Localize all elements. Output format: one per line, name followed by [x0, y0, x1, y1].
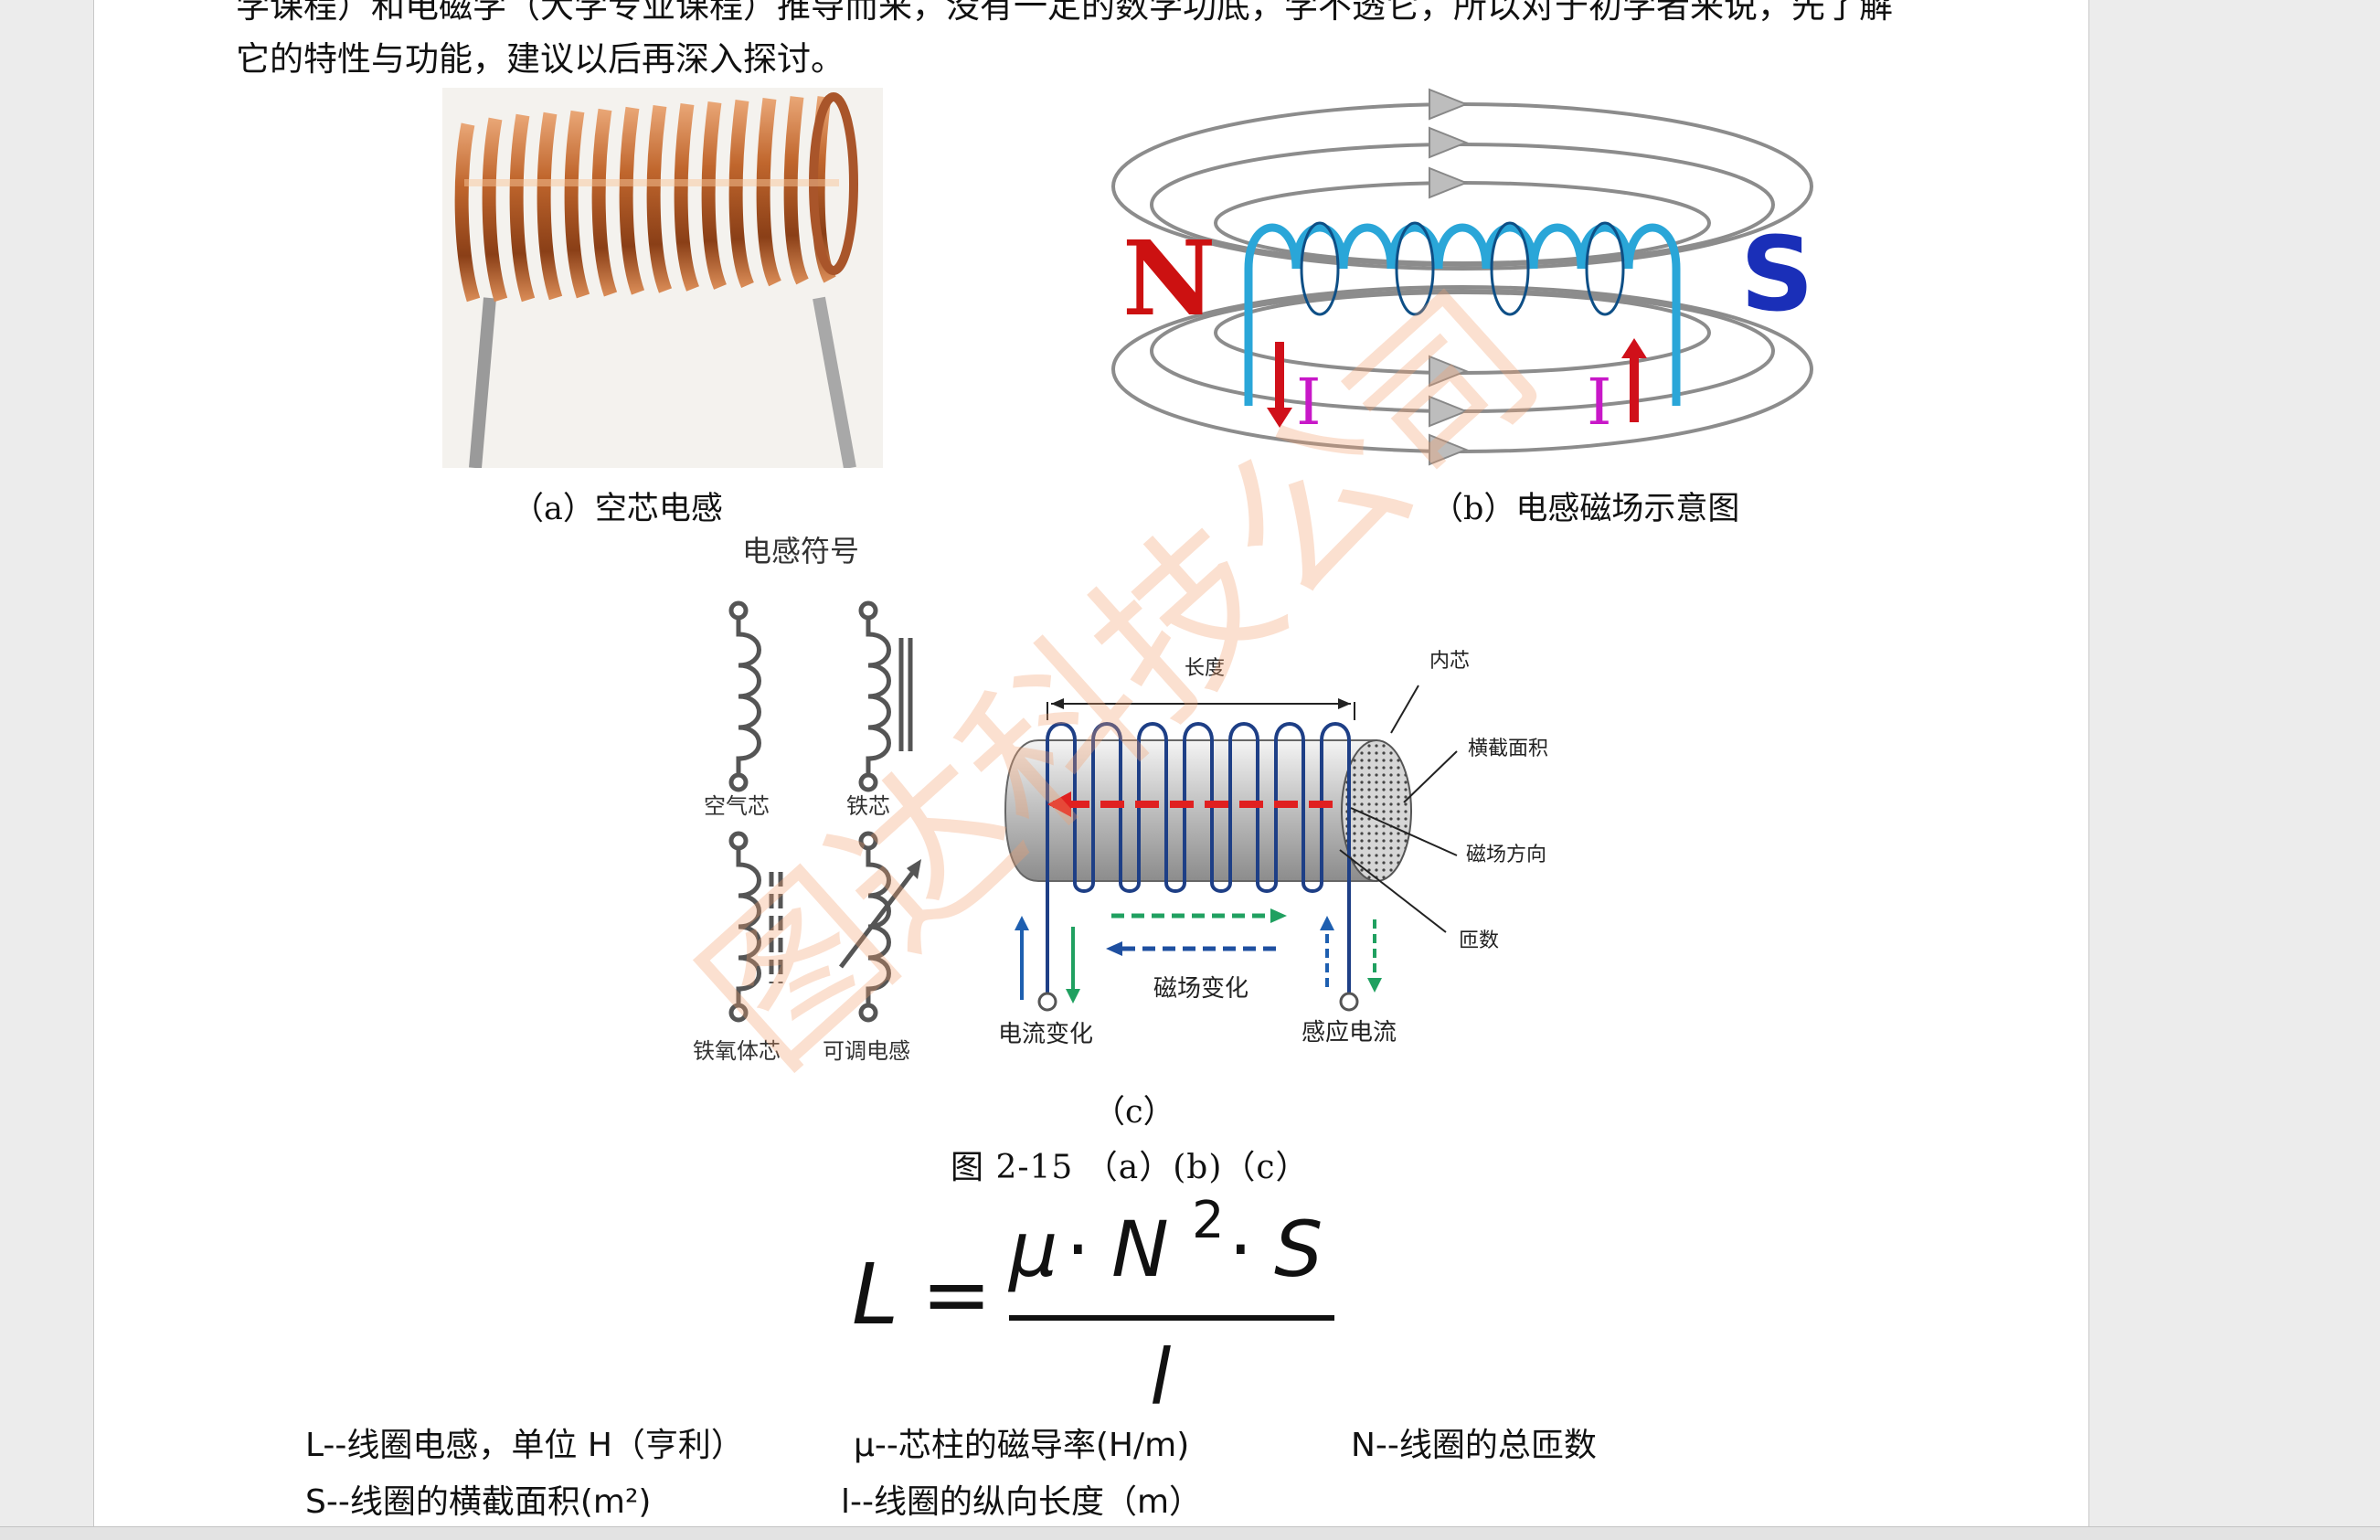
formula-N: N	[1111, 1205, 1169, 1294]
solenoid-diagram: 长度 内芯 横截面积 磁场方向 匝数 磁场变化 电流变化 感应电流	[998, 650, 1548, 1048]
north-pole-label: N	[1122, 219, 1216, 339]
air-core-label: 空气芯	[704, 793, 770, 819]
paragraph-line-1: 学课程）和电磁学（大学专业课程）推导而来，没有一定的数学功底，学不透它，所以对于…	[236, 0, 1893, 23]
length-label: 长度	[1185, 657, 1225, 680]
magnetic-field-diagram: N S I I	[1111, 88, 1814, 466]
formula-dot-1: ·	[1066, 1205, 1090, 1294]
inductance-formula: L = μ · N 2 · S l	[852, 1191, 1334, 1422]
field-direction-label: 磁场方向	[1466, 844, 1546, 866]
adjustable-inductor-label: 可调电感	[823, 1038, 910, 1064]
caption-b: （b）电感磁场示意图	[1431, 491, 1740, 527]
definition-S: S--线圈的横截面积(m²)	[305, 1483, 652, 1521]
definition-L: L--线圈电感，单位 H（亨利）	[305, 1427, 744, 1464]
formula-dot-2: ·	[1228, 1205, 1253, 1294]
field-change-label: 磁场变化	[1153, 975, 1248, 1003]
definition-N: N--线圈的总匝数	[1351, 1427, 1597, 1464]
formula-lhs: L	[852, 1246, 898, 1344]
horizontal-scrollbar[interactable]	[0, 1526, 2380, 1540]
cross-section-label: 横截面积	[1468, 738, 1548, 760]
caption-a: （a）空芯电感	[512, 491, 723, 527]
formula-denominator: l	[1150, 1333, 1171, 1422]
formula-S: S	[1274, 1205, 1323, 1294]
current-label-right: I	[1587, 365, 1612, 440]
air-core-inductor-image	[442, 88, 883, 468]
south-pole-label: S	[1740, 216, 1814, 335]
formula-exponent: 2	[1192, 1191, 1225, 1250]
symbols-heading: 电感符号	[742, 534, 859, 568]
paragraph-line-2: 它的特性与功能，建议以后再深入探讨。	[236, 42, 845, 76]
turns-label: 匝数	[1459, 929, 1499, 952]
current-change-label: 电流变化	[998, 1021, 1093, 1048]
figure-title: 图 2-15 （a）(b)（c）	[951, 1149, 1310, 1186]
current-label-left: I	[1296, 365, 1322, 440]
formula-mu: μ	[1007, 1205, 1057, 1294]
induced-current-label: 感应电流	[1302, 1019, 1397, 1046]
ferrite-core-label: 铁氧体芯	[693, 1038, 781, 1064]
definition-l: l--线圈的纵向长度（m）	[841, 1483, 1203, 1521]
definition-mu: μ--芯柱的磁导率(H/m)	[854, 1427, 1190, 1464]
caption-c: （c）	[1093, 1094, 1175, 1131]
inductor-symbols-diagram: 电感符号 空气芯 铁芯 铁氧体芯 可调电感	[693, 534, 921, 1064]
formula-equals: =	[921, 1246, 992, 1344]
iron-core-label: 铁芯	[846, 793, 890, 819]
inner-core-label: 内芯	[1429, 650, 1470, 673]
